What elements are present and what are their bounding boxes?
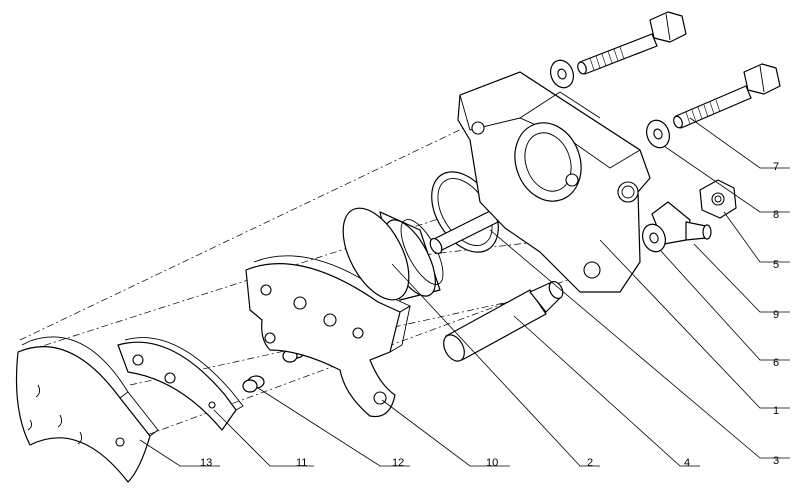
callout-5: 5: [773, 259, 779, 271]
leader-1: [599, 239, 790, 409]
part-6-washer: [642, 223, 666, 253]
leader-9: [693, 243, 790, 313]
callout-6: 6: [773, 357, 779, 369]
leader-6: [659, 249, 790, 361]
leader-5: [723, 211, 790, 263]
callout-13: 13: [200, 457, 212, 469]
callout-9: 9: [773, 309, 779, 321]
bolt-lower-thread: [685, 99, 721, 125]
leader-7: [689, 117, 790, 169]
part-8-washers: [550, 59, 670, 149]
part-2-piston: [342, 207, 444, 301]
center-line-pin: [129, 294, 541, 386]
part-13-brake-lining: [15, 336, 159, 483]
leader-11: [213, 409, 314, 467]
callout-2: 2: [587, 457, 593, 469]
leader-10: [381, 399, 510, 467]
part-10-anchor-bracket: [245, 255, 411, 418]
leader-4: [513, 315, 700, 467]
part-1-caliper-body: [457, 71, 651, 293]
leader-13: [139, 439, 220, 467]
part-7-bolt-lower: [673, 63, 781, 129]
callout-3: 3: [773, 455, 779, 467]
leader-2: [391, 263, 600, 467]
callout-4: 4: [684, 457, 690, 469]
leader-12: [257, 387, 410, 467]
leader-3: [489, 229, 790, 459]
part-7-bolt-upper: [577, 11, 687, 75]
callout-1: 1: [773, 405, 779, 417]
center-line-upper: [29, 179, 561, 351]
center-line-piston: [379, 229, 641, 261]
callout-10: 10: [486, 457, 498, 469]
callout-labels: 7 8 5 9 6 1 3 4 2 10 12 11 13: [200, 161, 779, 469]
leader-8: [663, 145, 790, 213]
callout-12: 12: [392, 457, 404, 469]
part-11-backing-plate: [117, 337, 244, 431]
bolt-upper-thread: [589, 46, 625, 71]
leader-lines: [139, 117, 790, 467]
part-5-nut: [699, 179, 737, 219]
callout-11: 11: [296, 457, 307, 469]
callout-7: 7: [773, 161, 779, 173]
callout-8: 8: [773, 209, 779, 221]
part-4-guide-pin: [443, 280, 564, 362]
center-line-top: [19, 124, 471, 341]
